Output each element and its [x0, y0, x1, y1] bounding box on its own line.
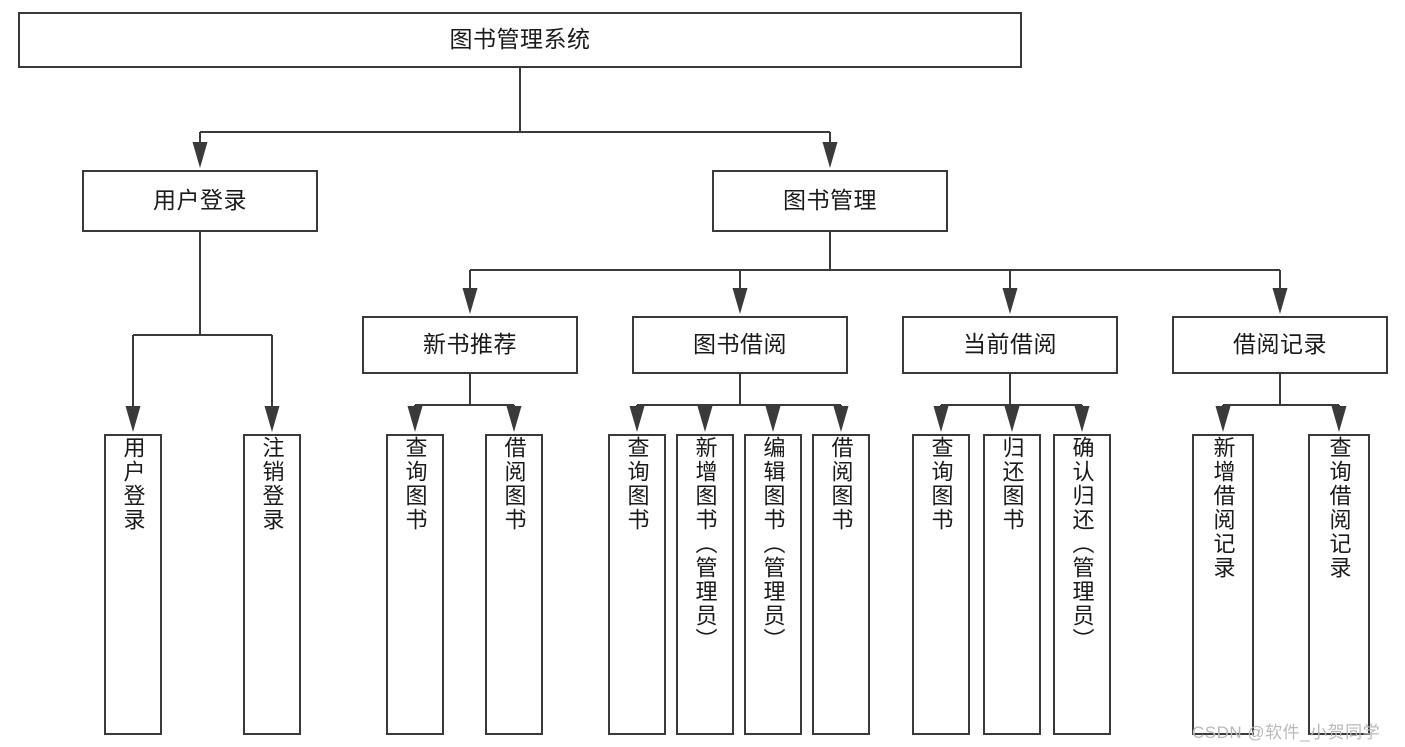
node-new-book-rec[interactable]: 新书推荐 [362, 316, 578, 374]
node-leaf-query-book-bb[interactable]: 查询图书 [608, 434, 666, 735]
node-leaf-logout-login-label: 注销登录 [259, 436, 285, 532]
node-leaf-user-login-label: 用户登录 [120, 436, 146, 532]
node-book-borrow-label: 图书借阅 [693, 331, 787, 358]
node-leaf-query-book-cb-label: 查询图书 [928, 436, 954, 532]
book-borrow-to-leaves-arrowhead-0 [629, 406, 645, 432]
node-leaf-query-record-label: 查询借阅记录 [1326, 436, 1352, 580]
user-login-to-leaves-arrowhead-0 [125, 406, 141, 432]
book-borrow-to-leaves-arrowhead-1 [697, 406, 713, 432]
borrow-record-to-leaves-arrowhead-0 [1215, 406, 1231, 432]
node-user-login[interactable]: 用户登录 [82, 170, 318, 232]
node-new-book-rec-label: 新书推荐 [423, 331, 517, 358]
node-borrow-record-label: 借阅记录 [1233, 331, 1327, 358]
csdn-watermark: CSDN @软件_小贺同学 [1192, 723, 1381, 742]
node-leaf-confirm-return[interactable]: 确认归还（管理员） [1053, 434, 1111, 735]
node-leaf-edit-book-label: 编辑图书（管理员） [760, 436, 786, 652]
node-leaf-borrow-book-bb-label: 借阅图书 [828, 436, 854, 532]
new-book-rec-to-leaves-arrowhead-1 [506, 406, 522, 432]
node-current-borrow[interactable]: 当前借阅 [902, 316, 1118, 374]
node-user-login-label: 用户登录 [153, 187, 247, 214]
node-leaf-user-login[interactable]: 用户登录 [104, 434, 162, 735]
node-leaf-query-book-cb[interactable]: 查询图书 [912, 434, 970, 735]
borrow-record-to-leaves-arrowhead-1 [1331, 406, 1347, 432]
node-leaf-query-book-bb-label: 查询图书 [624, 436, 650, 532]
book-borrow-to-leaves-arrowhead-3 [833, 406, 849, 432]
node-leaf-return-book[interactable]: 归还图书 [983, 434, 1041, 735]
node-leaf-add-record[interactable]: 新增借阅记录 [1192, 434, 1254, 735]
node-leaf-borrow-book-rec-label: 借阅图书 [501, 436, 527, 532]
node-leaf-add-record-label: 新增借阅记录 [1210, 436, 1236, 580]
book-manage-to-level3-arrowhead-1 [732, 288, 748, 314]
node-leaf-confirm-return-label: 确认归还（管理员） [1069, 436, 1095, 652]
node-leaf-query-record[interactable]: 查询借阅记录 [1308, 434, 1370, 735]
node-leaf-add-book-label: 新增图书（管理员） [692, 436, 718, 652]
node-leaf-add-book[interactable]: 新增图书（管理员） [676, 434, 734, 735]
node-current-borrow-label: 当前借阅 [963, 331, 1057, 358]
node-leaf-query-book-rec-label: 查询图书 [402, 436, 428, 532]
node-leaf-logout-login[interactable]: 注销登录 [243, 434, 301, 735]
new-book-rec-to-leaves-arrowhead-0 [407, 406, 423, 432]
node-leaf-edit-book[interactable]: 编辑图书（管理员） [744, 434, 802, 735]
node-borrow-record[interactable]: 借阅记录 [1172, 316, 1388, 374]
node-leaf-borrow-book-rec[interactable]: 借阅图书 [485, 434, 543, 735]
book-manage-to-level3-arrowhead-2 [1002, 288, 1018, 314]
node-book-borrow[interactable]: 图书借阅 [632, 316, 848, 374]
root-to-level2-arrowhead-1 [822, 142, 838, 168]
node-root-title[interactable]: 图书管理系统 [18, 12, 1022, 68]
current-borrow-to-leaves-arrowhead-1 [1004, 406, 1020, 432]
node-leaf-return-book-label: 归还图书 [999, 436, 1025, 532]
node-book-manage[interactable]: 图书管理 [712, 170, 948, 232]
node-leaf-query-book-rec[interactable]: 查询图书 [386, 434, 444, 735]
current-borrow-to-leaves-arrowhead-2 [1074, 406, 1090, 432]
book-manage-to-level3-arrowhead-0 [462, 288, 478, 314]
book-manage-to-level3-arrowhead-3 [1272, 288, 1288, 314]
book-borrow-to-leaves-arrowhead-2 [765, 406, 781, 432]
user-login-to-leaves-arrowhead-1 [264, 406, 280, 432]
current-borrow-to-leaves-arrowhead-0 [933, 406, 949, 432]
root-to-level2-arrowhead-0 [192, 142, 208, 168]
node-book-manage-label: 图书管理 [783, 187, 877, 214]
node-leaf-borrow-book-bb[interactable]: 借阅图书 [812, 434, 870, 735]
node-root-title-label: 图书管理系统 [449, 26, 591, 53]
